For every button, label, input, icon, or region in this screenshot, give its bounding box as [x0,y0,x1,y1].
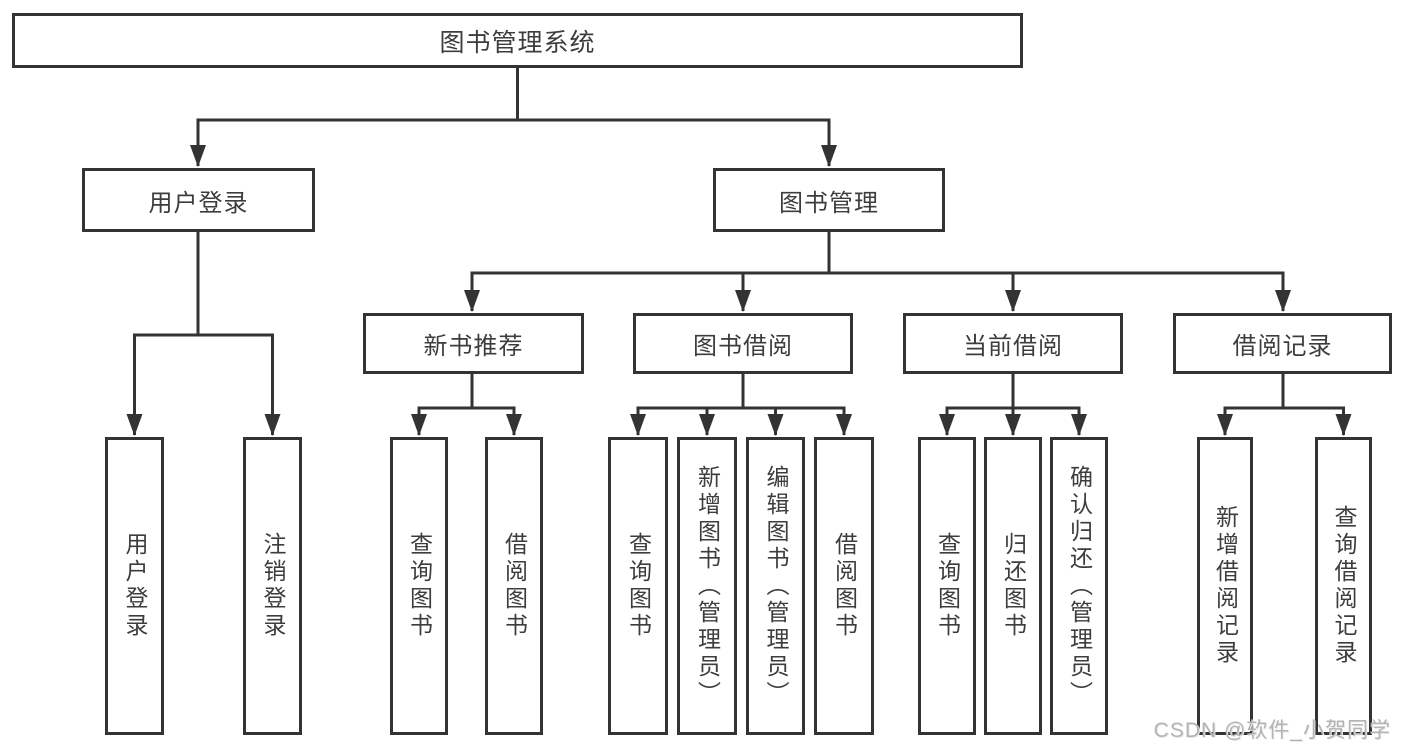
edges-login-children [126,232,281,436]
node-cb-confirm-return-admin: 确认归还（管理员） [1050,437,1108,735]
node-br-add-record: 新增借阅记录 [1197,437,1253,735]
node-bb-edit-books-admin: 编辑图书（管理员） [746,437,805,735]
edges-records-children [1217,374,1352,436]
node-user-login-action: 用户登录 [105,437,164,735]
node-br-query-record: 查询借阅记录 [1315,437,1372,735]
edges-mgmt-to-level3 [464,232,1291,312]
edges-current-children [939,374,1087,436]
node-user-login: 用户登录 [82,168,315,232]
edges-borrow-children [630,374,852,436]
node-current-borrow: 当前借阅 [903,313,1123,374]
node-rec-borrow-books: 借阅图书 [485,437,543,735]
node-cb-return-books: 归还图书 [984,437,1042,735]
node-borrow-records: 借阅记录 [1173,313,1392,374]
node-bb-borrow-books: 借阅图书 [814,437,874,735]
csdn-watermark: CSDN @软件_小贺同学 [1153,719,1391,742]
node-bb-query-books: 查询图书 [608,437,668,735]
edges-root-to-level2 [190,68,837,167]
node-book-management: 图书管理 [713,168,945,232]
node-root: 图书管理系统 [12,13,1023,68]
node-rec-query-books: 查询图书 [390,437,448,735]
edges-rec-children [411,374,522,436]
node-logout-action: 注销登录 [243,437,302,735]
node-bb-add-books-admin: 新增图书（管理员） [677,437,737,735]
node-new-book-recommend: 新书推荐 [363,313,584,374]
node-book-borrow: 图书借阅 [633,313,853,374]
node-cb-query-books: 查询图书 [918,437,976,735]
